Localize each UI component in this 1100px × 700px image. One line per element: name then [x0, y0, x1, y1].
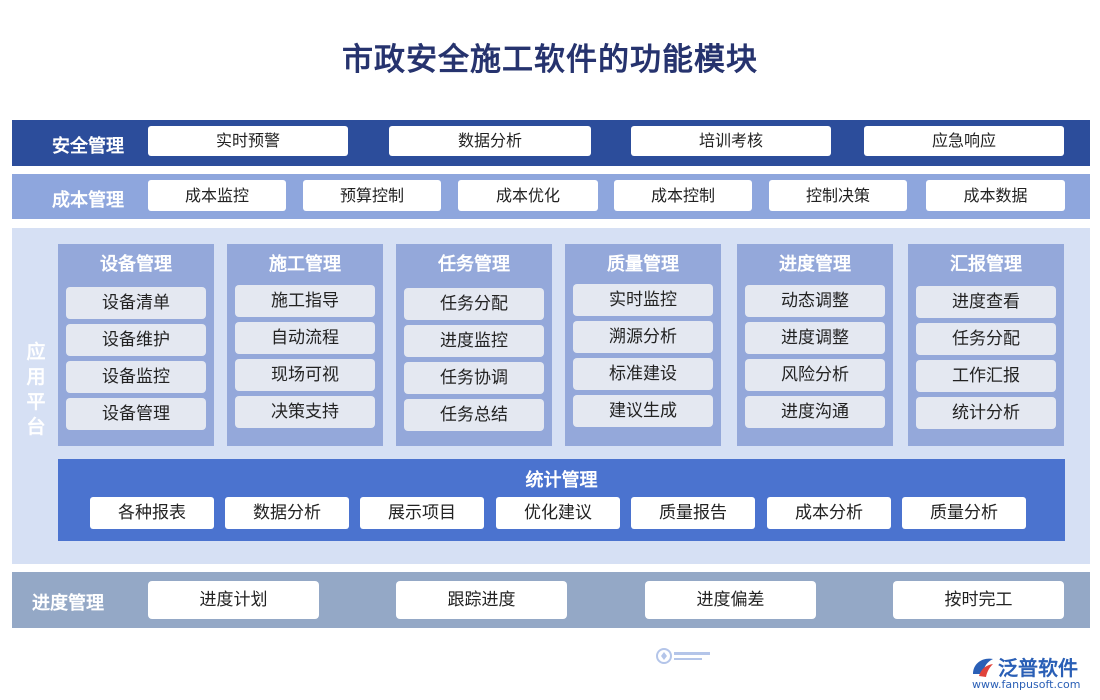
module-item: 施工指导: [235, 285, 375, 317]
brand-url: www.fanpusoft.com: [972, 678, 1081, 691]
progress-management-row: 进度管理 进度计划 跟踪进度 进度偏差 按时完工: [12, 572, 1090, 628]
module-quality: 质量管理 实时监控 溯源分析 标准建设 建议生成: [565, 244, 721, 446]
progress-item: 按时完工: [893, 581, 1064, 619]
stats-item: 质量分析: [902, 497, 1026, 529]
brand-logo: 泛普软件 www.fanpusoft.com: [970, 652, 1094, 694]
progress-management-label: 进度管理: [32, 593, 104, 614]
stats-item: 各种报表: [90, 497, 214, 529]
cost-management-label: 成本管理: [52, 190, 124, 211]
module-item: 决策支持: [235, 396, 375, 428]
module-item: 动态调整: [745, 285, 885, 317]
safety-item: 数据分析: [389, 126, 591, 156]
safety-management-row: 安全管理 实时预警 数据分析 培训考核 应急响应: [12, 120, 1090, 166]
module-equipment: 设备管理 设备清单 设备维护 设备监控 设备管理: [58, 244, 214, 446]
stats-item: 质量报告: [631, 497, 755, 529]
statistics-management-title: 统计管理: [525, 470, 598, 491]
module-report: 汇报管理 进度查看 任务分配 工作汇报 统计分析: [908, 244, 1064, 446]
module-item: 风险分析: [745, 359, 885, 391]
module-item: 进度监控: [404, 325, 544, 357]
module-item: 任务分配: [404, 288, 544, 320]
cost-management-row: 成本管理 成本监控 预算控制 成本优化 成本控制 控制决策 成本数据: [12, 174, 1090, 219]
progress-item: 进度计划: [148, 581, 319, 619]
module-item: 进度调整: [745, 322, 885, 354]
module-title: 施工管理: [269, 254, 341, 275]
application-platform-label: 应用平台: [26, 341, 46, 438]
cost-item: 预算控制: [303, 180, 441, 211]
module-item: 进度查看: [916, 286, 1056, 318]
page-title: 市政安全施工软件的功能模块: [342, 42, 758, 78]
stats-item: 数据分析: [225, 497, 349, 529]
module-item: 任务分配: [916, 323, 1056, 355]
statistics-management: 统计管理 各种报表 数据分析 展示项目 优化建议 质量报告 成本分析 质量分析: [58, 459, 1065, 541]
brand-name: 泛普软件: [998, 656, 1078, 680]
module-title: 设备管理: [100, 254, 172, 275]
safety-management-label: 安全管理: [52, 136, 124, 157]
module-item: 现场可视: [235, 359, 375, 391]
brand-mark-icon: [973, 658, 993, 677]
module-item: 自动流程: [235, 322, 375, 354]
module-item: 任务总结: [404, 399, 544, 431]
module-progress: 进度管理 动态调整 进度调整 风险分析 进度沟通: [737, 244, 893, 446]
progress-item: 跟踪进度: [396, 581, 567, 619]
module-item: 设备管理: [66, 398, 206, 430]
cost-item: 成本数据: [926, 180, 1065, 211]
module-title: 任务管理: [438, 254, 510, 275]
module-task: 任务管理 任务分配 进度监控 任务协调 任务总结: [396, 244, 552, 446]
module-item: 建议生成: [573, 395, 713, 427]
module-item: 任务协调: [404, 362, 544, 394]
progress-item: 进度偏差: [645, 581, 816, 619]
module-title: 汇报管理: [950, 254, 1022, 275]
stats-item: 成本分析: [767, 497, 891, 529]
cost-item: 成本控制: [614, 180, 752, 211]
cost-item: 控制决策: [769, 180, 907, 211]
module-item: 进度沟通: [745, 396, 885, 428]
cost-item: 成本监控: [148, 180, 286, 211]
module-item: 工作汇报: [916, 360, 1056, 392]
module-title: 进度管理: [779, 254, 851, 275]
safety-item: 应急响应: [864, 126, 1064, 156]
module-item: 统计分析: [916, 397, 1056, 429]
module-item: 标准建设: [573, 358, 713, 390]
safety-item: 实时预警: [148, 126, 348, 156]
module-item: 实时监控: [573, 284, 713, 316]
application-platform: 应用平台 设备管理 设备清单 设备维护 设备监控 设备管理 施工管理 施工指导 …: [12, 228, 1090, 664]
cost-item: 成本优化: [458, 180, 598, 211]
module-item: 设备清单: [66, 287, 206, 319]
stats-item: 展示项目: [360, 497, 484, 529]
module-title: 质量管理: [607, 254, 679, 275]
module-item: 设备监控: [66, 361, 206, 393]
stats-item: 优化建议: [496, 497, 620, 529]
module-construction: 施工管理 施工指导 自动流程 现场可视 决策支持: [227, 244, 383, 446]
module-item: 溯源分析: [573, 321, 713, 353]
safety-item: 培训考核: [631, 126, 831, 156]
module-item: 设备维护: [66, 324, 206, 356]
watermark-logo-icon: [656, 648, 710, 664]
